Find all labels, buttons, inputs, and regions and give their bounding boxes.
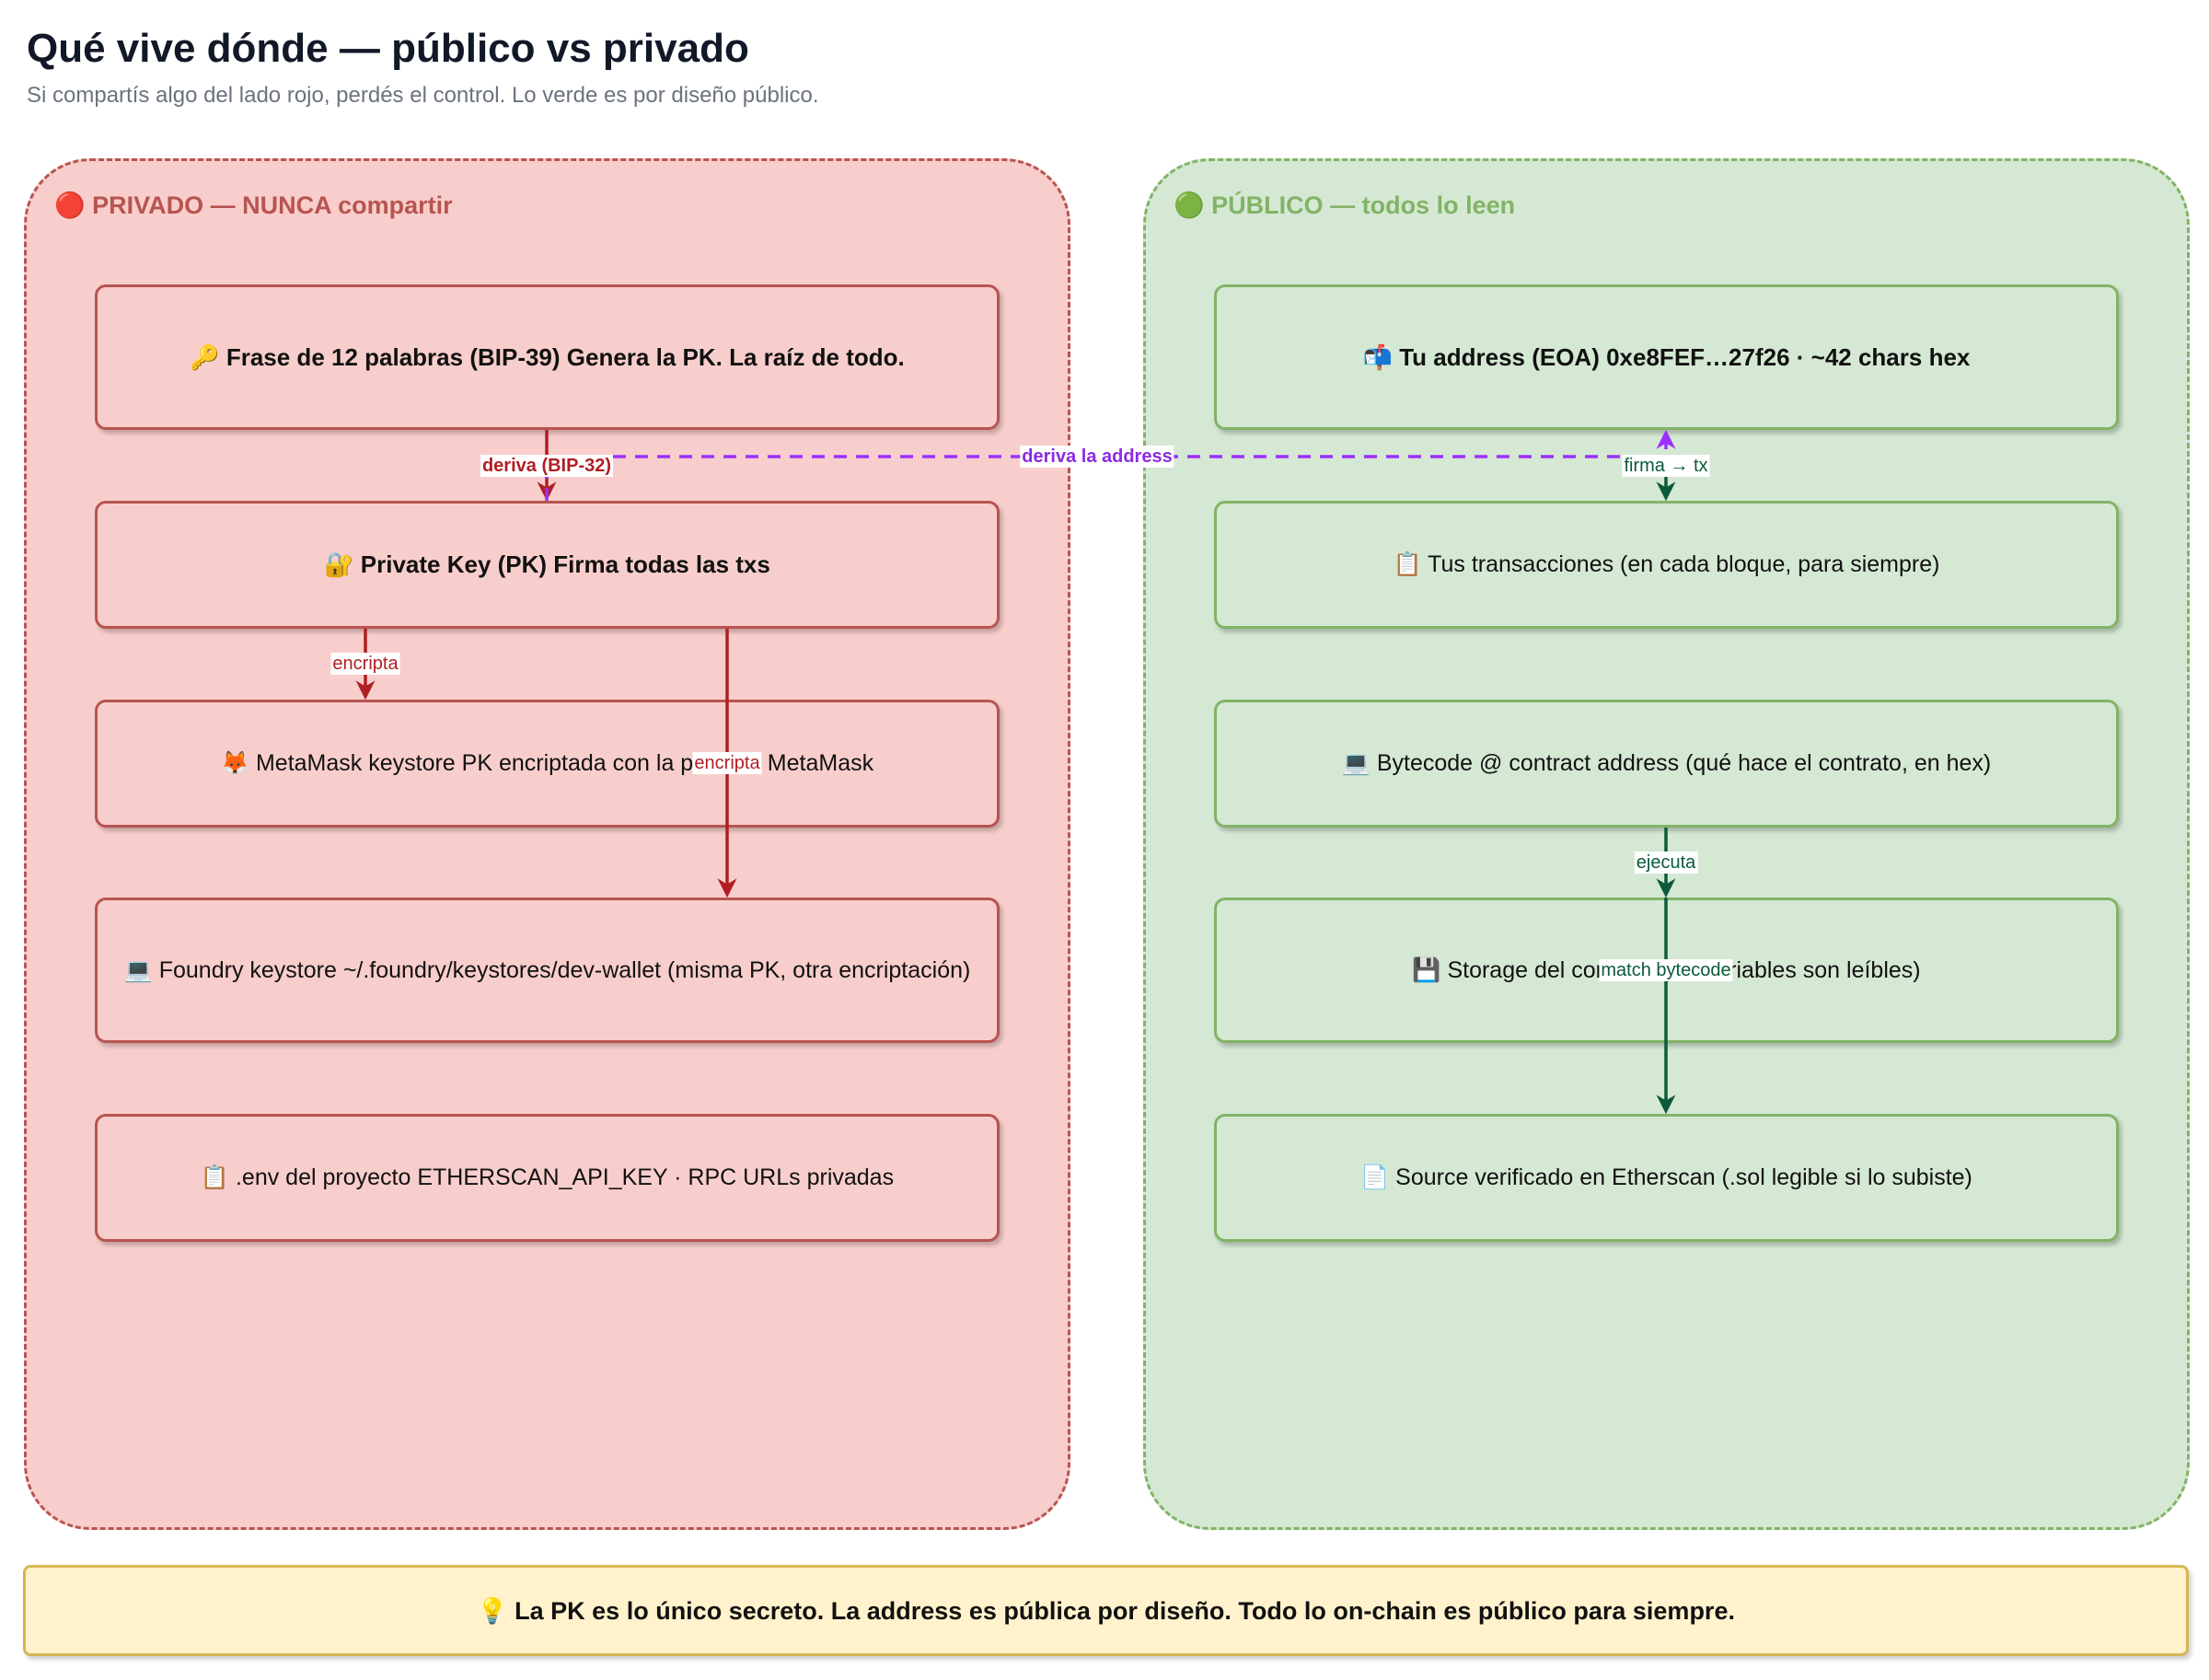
bytecode-node[interactable]: 💻 Bytecode @ contract address (qué hace …: [1214, 700, 2119, 828]
seed-phrase-text: 🔑 Frase de 12 palabras (BIP-39) Genera l…: [190, 342, 905, 371]
public-panel-label: 🟢 PÚBLICO — todos lo leen: [1174, 191, 1516, 219]
edge-label-seed-pk: deriva (BIP-32): [480, 455, 614, 477]
edge-label-pk-address: deriva la address: [1020, 446, 1174, 468]
private-key-node[interactable]: 🔐 Private Key (PK) Firma todas las txs: [95, 501, 1000, 629]
edge-label-pk-foundry: encripta: [692, 752, 762, 774]
env-file-text: 📋 .env del proyecto ETHERSCAN_API_KEY · …: [200, 1164, 895, 1190]
edge-label-pk-metamask: encripta: [330, 653, 400, 675]
address-node[interactable]: 📬 Tu address (EOA) 0xe8FEF…27f26 · ~42 c…: [1214, 284, 2119, 430]
env-file-node[interactable]: 📋 .env del proyecto ETHERSCAN_API_KEY · …: [95, 1114, 1000, 1242]
metamask-keystore-text: 🦊 MetaMask keystore PK encriptada con la…: [220, 750, 874, 776]
footer-note: 💡 La PK es lo único secreto. La address …: [23, 1565, 2189, 1656]
address-text: 📬 Tu address (EOA) 0xe8FEF…27f26 · ~42 c…: [1362, 342, 1971, 371]
edge-label-address-txs: firma → tx: [1622, 455, 1710, 477]
edge-label-bytecode-source: match bytecode: [1599, 959, 1733, 981]
private-key-text: 🔐 Private Key (PK) Firma todas las txs: [324, 550, 770, 578]
source-node[interactable]: 📄 Source verificado en Etherscan (.sol l…: [1214, 1114, 2119, 1242]
foundry-keystore-node[interactable]: 💻 Foundry keystore ~/.foundry/keystores/…: [95, 898, 1000, 1043]
transactions-text: 📋 Tus transacciones (en cada bloque, par…: [1393, 551, 1940, 577]
bytecode-text: 💻 Bytecode @ contract address (qué hace …: [1341, 750, 1992, 776]
edge-label-bytecode-storage: ejecuta: [1634, 852, 1698, 874]
transactions-node[interactable]: 📋 Tus transacciones (en cada bloque, par…: [1214, 501, 2119, 629]
private-panel-label: 🔴 PRIVADO — NUNCA compartir: [54, 191, 453, 219]
foundry-keystore-text: 💻 Foundry keystore ~/.foundry/keystores/…: [123, 956, 971, 983]
page-title: Qué vive dónde — público vs privado: [27, 26, 749, 71]
metamask-keystore-node[interactable]: 🦊 MetaMask keystore PK encriptada con la…: [95, 700, 1000, 828]
footer-text: 💡 La PK es lo único secreto. La address …: [477, 1596, 1735, 1625]
page-subtitle: Si compartís algo del lado rojo, perdés …: [27, 83, 819, 108]
source-text: 📄 Source verificado en Etherscan (.sol l…: [1360, 1164, 1972, 1190]
seed-phrase-node[interactable]: 🔑 Frase de 12 palabras (BIP-39) Genera l…: [95, 284, 1000, 430]
